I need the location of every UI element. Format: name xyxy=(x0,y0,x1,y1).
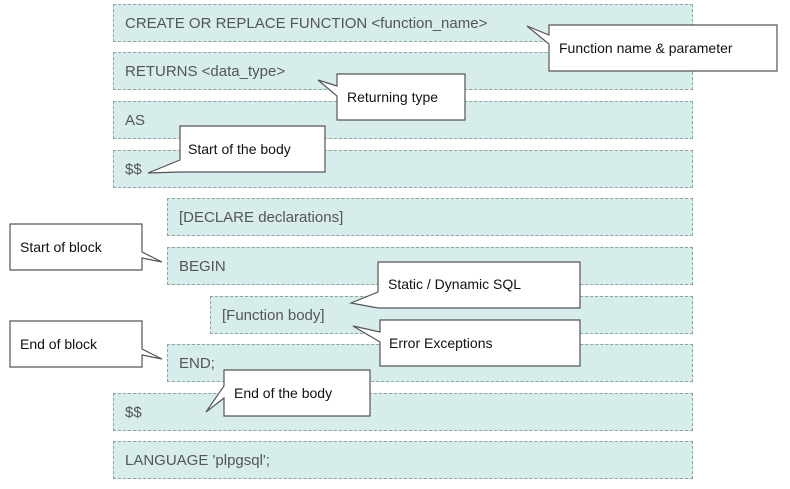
code-line-language: LANGUAGE 'plpgsql'; xyxy=(113,441,693,479)
callout-return-type-shape xyxy=(317,73,466,121)
callout-end-block-shape xyxy=(9,320,163,368)
callout-start-body-label: Start of the body xyxy=(188,141,291,157)
callout-start-body-shape xyxy=(147,125,326,174)
callout-start-block-shape xyxy=(9,223,163,271)
callout-sql-shape xyxy=(348,261,581,309)
code-line-declare: [DECLARE declarations] xyxy=(167,198,693,236)
callout-error-label: Error Exceptions xyxy=(389,335,493,351)
code-line-dollar-close: $$ xyxy=(113,393,693,431)
code-line-create-function: CREATE OR REPLACE FUNCTION <function_nam… xyxy=(113,4,693,42)
callout-return-type-label: Returning type xyxy=(347,89,439,105)
callout-function-name-label: Function name & parameter xyxy=(559,40,733,56)
callout-end-block-label: End of block xyxy=(20,336,98,352)
callout-start-block-label: Start of block xyxy=(20,239,102,255)
callout-sql-label: Static / Dynamic SQL xyxy=(388,276,522,292)
callout-end-body-label: End of the body xyxy=(234,385,333,401)
callout-end-body-shape xyxy=(205,369,371,417)
callout-error-shape xyxy=(352,319,581,367)
callout-function-name-shape xyxy=(526,24,778,72)
